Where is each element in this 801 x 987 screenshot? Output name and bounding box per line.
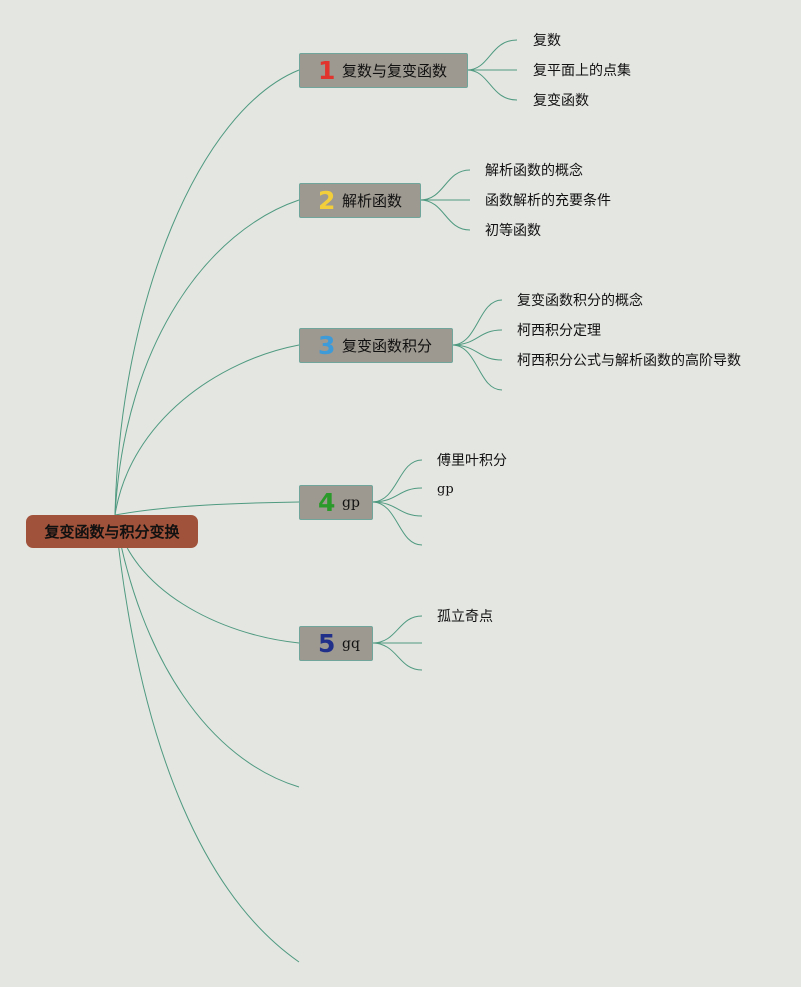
subtopic-3-2[interactable]: 柯西积分定理 (517, 323, 601, 339)
connector-root-topic-2 (114, 199, 300, 516)
topic-4[interactable]: 4 gp (299, 485, 373, 520)
topic-2[interactable]: 2 解析函数 (299, 183, 421, 218)
topic-number-2-icon: 2 (318, 186, 336, 215)
topic-4-label: gp (342, 494, 360, 511)
subtopic-3-1[interactable]: 复变函数积分的概念 (517, 293, 643, 309)
topic-2-label: 解析函数 (342, 192, 403, 210)
subtopic-3-3[interactable]: 柯西积分公式与解析函数的高阶导数 (517, 353, 741, 369)
connector-root-empty-2 (114, 514, 300, 963)
subtopic-2-1[interactable]: 解析函数的概念 (485, 163, 583, 179)
subtopic-1-3[interactable]: 复变函数 (533, 93, 589, 109)
root-topic-label: 复变函数与积分变换 (44, 523, 180, 541)
topic-number-3-icon: 3 (318, 331, 336, 360)
subtopic-4-2[interactable]: gp (437, 482, 454, 497)
topic-5-label: gq (342, 635, 360, 652)
subtopic-4-1[interactable]: 傅里叶积分 (437, 453, 507, 469)
subtopic-1-1[interactable]: 复数 (533, 33, 561, 49)
subtopic-2-2[interactable]: 函数解析的充要条件 (485, 193, 611, 209)
topic-1[interactable]: 1 复数与复变函数 (299, 53, 468, 88)
connector-root-topic-1 (114, 69, 300, 516)
subtopic-5-1[interactable]: 孤立奇点 (437, 609, 493, 625)
topic-number-1-icon: 1 (318, 56, 336, 85)
root-topic[interactable]: 复变函数与积分变换 (26, 515, 198, 548)
connector-root-empty-1 (114, 514, 300, 788)
topic-number-4-icon: 4 (318, 488, 336, 517)
topic-3-label: 复变函数积分 (342, 337, 433, 355)
subtopic-2-3[interactable]: 初等函数 (485, 223, 541, 239)
topic-number-5-icon: 5 (318, 629, 336, 658)
topic-3[interactable]: 3 复变函数积分 (299, 328, 453, 363)
topic-5[interactable]: 5 gq (299, 626, 373, 661)
topic-1-label: 复数与复变函数 (342, 62, 448, 80)
subtopic-1-2[interactable]: 复平面上的点集 (533, 63, 631, 79)
connector-root-topic-4 (114, 501, 300, 516)
connector-root-topic-3 (114, 344, 300, 516)
